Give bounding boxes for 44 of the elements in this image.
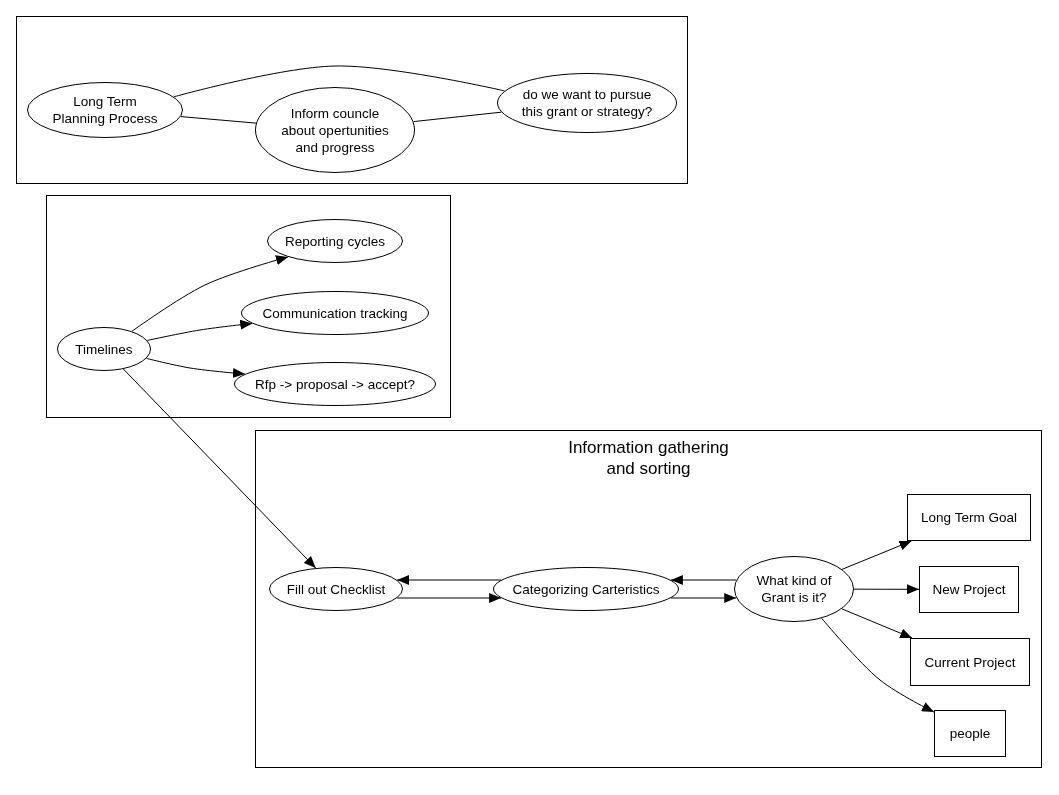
cluster-title: Information gathering and sorting [567,437,730,479]
arrow [821,617,935,713]
node-label: Long Term Goal [920,509,1018,526]
arrow [841,540,912,570]
ellipse-node [241,291,429,335]
node-label: New Project [931,581,1007,598]
process-box [934,710,1006,757]
ellipse-node [734,556,854,622]
process-box [907,494,1031,541]
arrow [670,593,737,603]
node-label: Timelines [74,340,134,358]
arrow [396,575,502,585]
arrow [853,584,920,595]
process-box [919,566,1019,613]
arrow [122,368,317,569]
process-box [910,638,1030,686]
ellipse-node [57,327,151,371]
node-label: Categorizing Carteristics [511,580,661,598]
cluster-frame [255,430,1042,768]
arrow [841,608,913,639]
ellipse-node [497,73,677,133]
node-label: What kind of Grant is it? [755,572,833,606]
ellipse-node [27,82,183,138]
arrow [670,575,737,585]
arrow [146,357,246,378]
node-label: do we want to pursue this grant or strategy? [520,86,654,120]
ellipse-node [234,362,436,406]
arrow [146,319,253,341]
cluster-frame [16,16,688,184]
arrow [131,255,289,332]
node-label: Rfp -> proposal -> accept? [254,375,416,393]
arrow [396,593,502,603]
ellipse-node [269,567,403,611]
ellipse-node [255,87,415,173]
node-label: Fill out Checklist [285,580,387,598]
cluster-frame [46,195,451,418]
ellipse-node [267,219,403,263]
node-label: Inform councle about opertunities and progress [280,104,390,156]
node-label: people [948,725,992,742]
node-label: Long Term Planning Process [51,93,159,127]
ellipse-node [493,567,679,611]
node-label: Communication tracking [261,304,409,322]
node-label: Current Project [923,653,1017,671]
node-label: Reporting cycles [284,232,386,250]
